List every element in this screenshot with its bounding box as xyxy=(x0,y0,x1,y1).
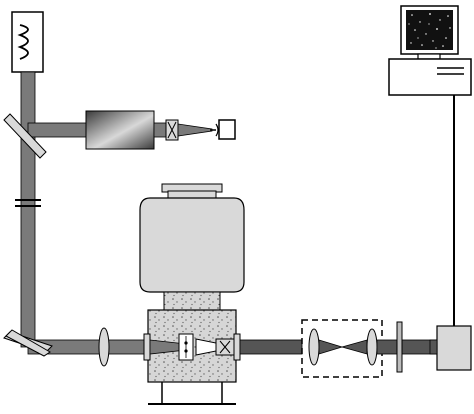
computer xyxy=(388,5,472,96)
collection-objective xyxy=(195,338,235,356)
sine-wave-icon xyxy=(17,24,29,60)
input-lens xyxy=(98,327,110,367)
lower-mirror xyxy=(3,329,53,357)
optical-filter xyxy=(396,321,403,373)
laser-source xyxy=(11,11,44,73)
sample-holder xyxy=(178,333,194,361)
focusing-optics-upper xyxy=(165,119,179,141)
vacuum-chamber xyxy=(139,183,245,405)
spatial-filter xyxy=(301,319,383,378)
modulator xyxy=(85,110,155,150)
ccd-camera xyxy=(429,325,472,371)
upper-mirror xyxy=(3,113,47,159)
photodetector xyxy=(215,119,236,140)
beam-shutter xyxy=(15,199,41,207)
monitor-icon xyxy=(400,5,459,60)
